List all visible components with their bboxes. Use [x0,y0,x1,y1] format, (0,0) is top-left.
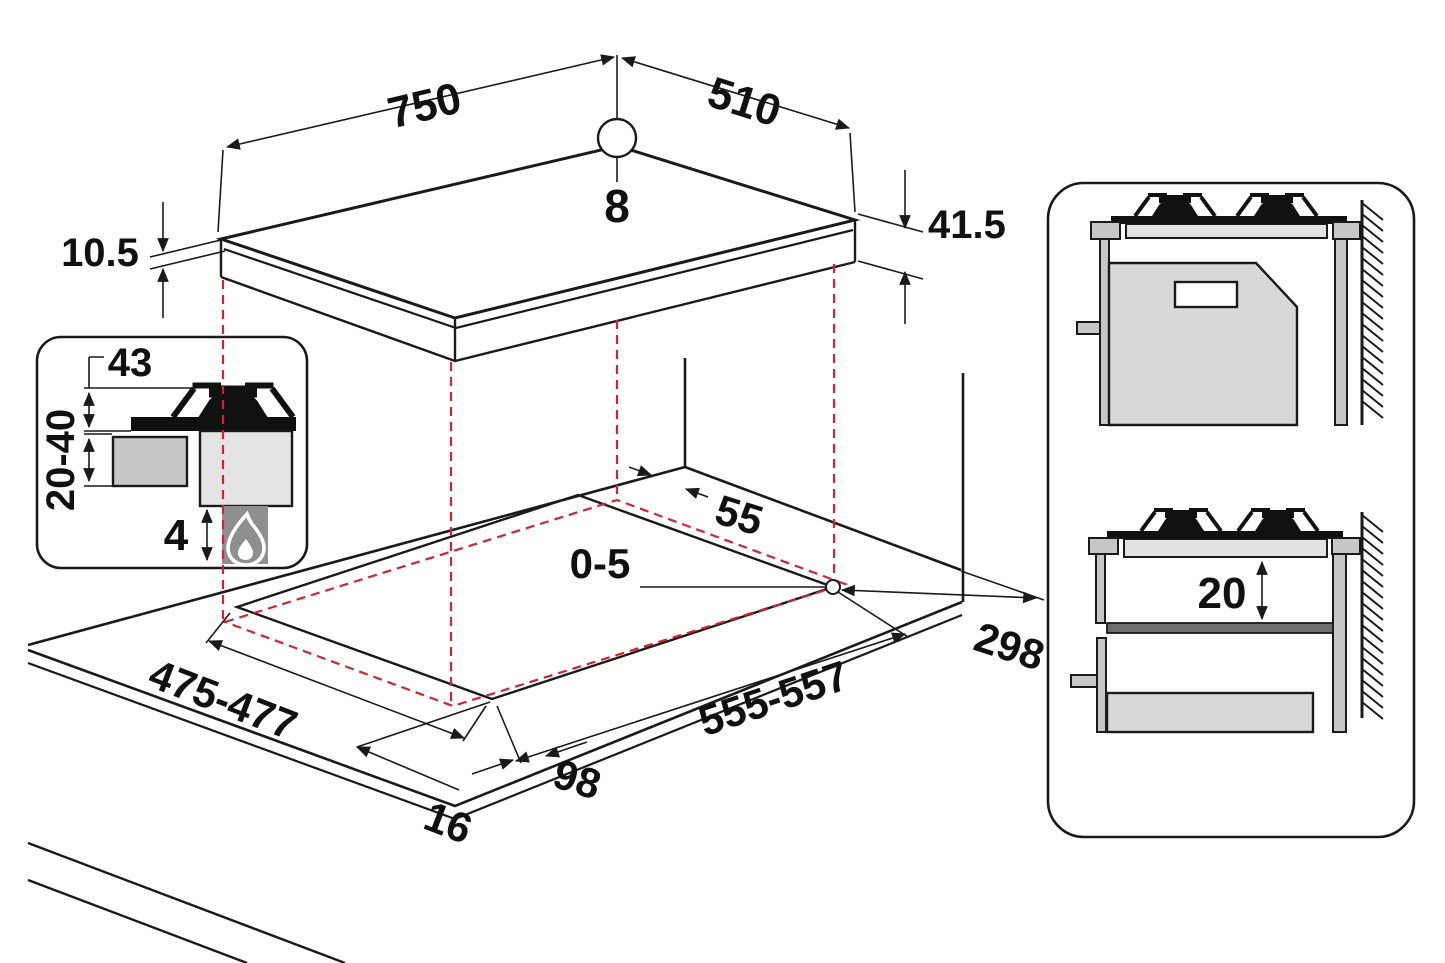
dim-label-corner-tolerance: 0-5 [570,540,631,587]
arrow [471,758,515,775]
ext-line [217,149,224,233]
dim-label-hob-width: 750 [383,74,466,139]
drawer-front [1105,691,1315,734]
intermediate-shelf [1106,622,1334,634]
dim-label-side-clearance: 298 [969,613,1050,679]
wall-hatching [1361,202,1384,419]
side-section-with-shelf: 20 [1070,508,1384,734]
dim-label-front-clearance-large: 98 [548,750,606,809]
dim-line-510 [620,56,851,130]
cabinet-front-lines [27,841,346,963]
left-rail-lower [1096,637,1107,733]
oven-display [1173,280,1239,309]
dim-label-center-offset: 8 [604,180,630,232]
hob-top-surface [215,144,861,320]
hob-top-strip [1111,216,1347,224]
installation-side-panel: 20 [1046,181,1416,839]
flame-icon [226,510,266,567]
hob-skirt-verticals [219,220,857,361]
ext-line [849,132,856,213]
dim-label-bottom-gap: 4 [164,511,189,560]
gas-connection-tab [1070,674,1098,688]
arrow [544,741,588,758]
left-counter-cap [1088,537,1119,555]
dim-line-298 [840,584,1038,604]
arrow [684,487,709,499]
ref-lines [84,356,197,432]
hob-glass-edge [1123,538,1328,558]
arrow [628,465,653,477]
right-counter-cap [1331,537,1361,555]
dim-label-worktop-thickness: 20-40 [39,409,83,511]
projection-drop-lines [221,264,836,706]
dim-label-grate-height: 43 [108,341,153,385]
dim-line-cutout-width [514,632,907,763]
wall-hatching [1361,514,1384,720]
left-counter-cap [1090,221,1121,240]
dim-label-shelf-gap: 20 [1198,569,1247,618]
ext-line [356,701,491,748]
oven-body [1107,261,1299,427]
side-section-no-shelf [1076,193,1384,427]
hob-top-strip [1107,531,1343,539]
hob-skirt-bottom [220,260,856,363]
ext-lines [857,213,924,280]
section-detail-inset: 43 20-40 4 [35,335,309,570]
ext-lines [149,238,226,270]
dim-label-glass-thickness: 10.5 [61,231,139,275]
dim-line-16 [355,746,460,791]
right-rail [1332,553,1347,733]
counter-front-edge-lower [27,613,963,821]
right-rail [1334,238,1348,426]
hob-glass-section [131,417,296,431]
dim-label-cutout-width: 555-557 [693,652,854,745]
center-mark-circle [596,117,638,159]
corner-gap-circle [825,579,841,595]
right-counter-cap [1332,221,1361,240]
dim-label-body-height: 41.5 [928,203,1006,247]
dim-line-cutout-depth [207,640,466,739]
left-rail [1099,238,1110,426]
left-rail-upper [1095,553,1106,624]
hob-isometric-view [215,144,861,363]
dim-label-hob-depth: 510 [702,68,787,137]
ext-lines [205,612,487,742]
ref-lines [84,433,112,487]
hob-glass-edge [1125,223,1328,239]
gas-connection-tab [1076,321,1101,335]
counter-back-edges [27,465,962,647]
hob-body-section [198,429,294,508]
wall-corner-lines [683,358,965,602]
dim-line-750 [225,54,616,150]
worktop-section [111,435,189,488]
